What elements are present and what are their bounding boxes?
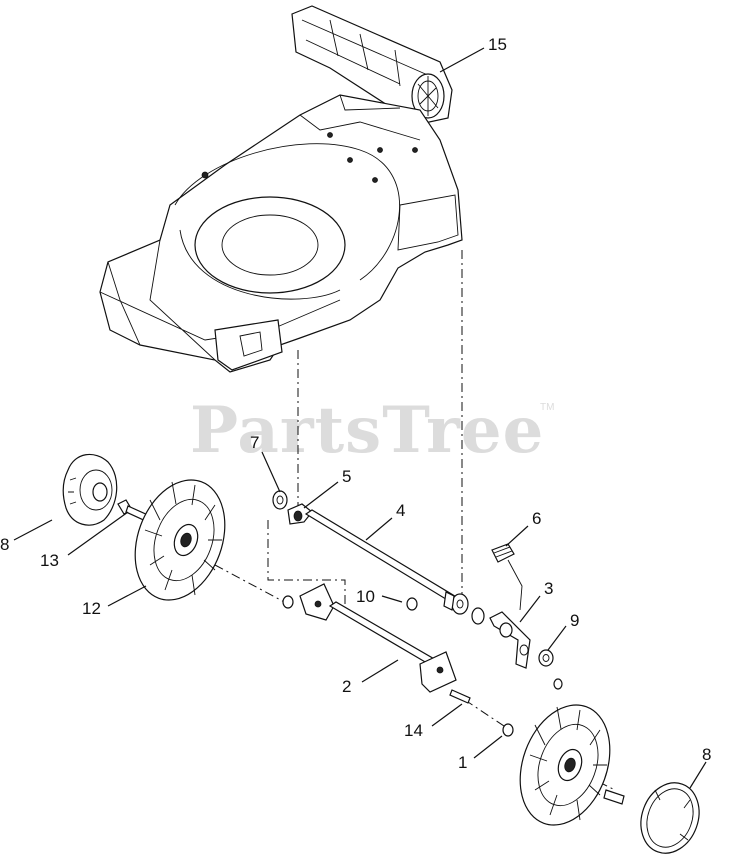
callout-6: 6 <box>532 509 541 528</box>
callout-8-right: 8 <box>702 745 711 764</box>
bushing-5[interactable] <box>287 503 313 525</box>
mower-deck[interactable] <box>99 94 463 373</box>
leader-lines <box>13 47 707 789</box>
callout-7: 7 <box>250 433 259 452</box>
callout-10: 10 <box>356 587 375 606</box>
watermark: PartsTree TM <box>190 393 554 468</box>
callout-13: 13 <box>40 551 59 570</box>
washer-9[interactable] <box>538 649 563 690</box>
wheel-right[interactable] <box>504 692 625 837</box>
callout-4: 4 <box>396 501 405 520</box>
callout-5: 5 <box>342 467 351 486</box>
handle-bracket-15[interactable] <box>291 5 453 125</box>
rear-axle-4[interactable] <box>304 509 469 615</box>
washer-7[interactable] <box>272 490 288 510</box>
callout-2: 2 <box>342 677 351 696</box>
washer-1[interactable] <box>502 723 514 737</box>
callout-3: 3 <box>544 579 553 598</box>
adjuster-lever-3[interactable] <box>471 607 531 669</box>
front-axle-2[interactable] <box>282 583 457 693</box>
callout-8-left: 8 <box>0 535 9 554</box>
callout-9: 9 <box>570 611 579 630</box>
callout-15: 15 <box>488 35 507 54</box>
screw-14[interactable] <box>449 689 471 704</box>
hubcap-8-left[interactable] <box>62 453 118 526</box>
callouts: 15 7 5 4 6 8 13 12 10 3 9 2 14 1 8 <box>0 35 711 772</box>
hubcap-8-right[interactable] <box>631 775 708 860</box>
height-knob-6[interactable] <box>491 543 523 611</box>
callout-14: 14 <box>404 721 423 740</box>
watermark-trademark: TM <box>540 402 554 413</box>
washer-10[interactable] <box>406 597 418 611</box>
callout-12: 12 <box>82 599 101 618</box>
watermark-text: PartsTree <box>190 393 544 468</box>
wheel-12[interactable] <box>119 467 240 612</box>
callout-1: 1 <box>458 753 467 772</box>
